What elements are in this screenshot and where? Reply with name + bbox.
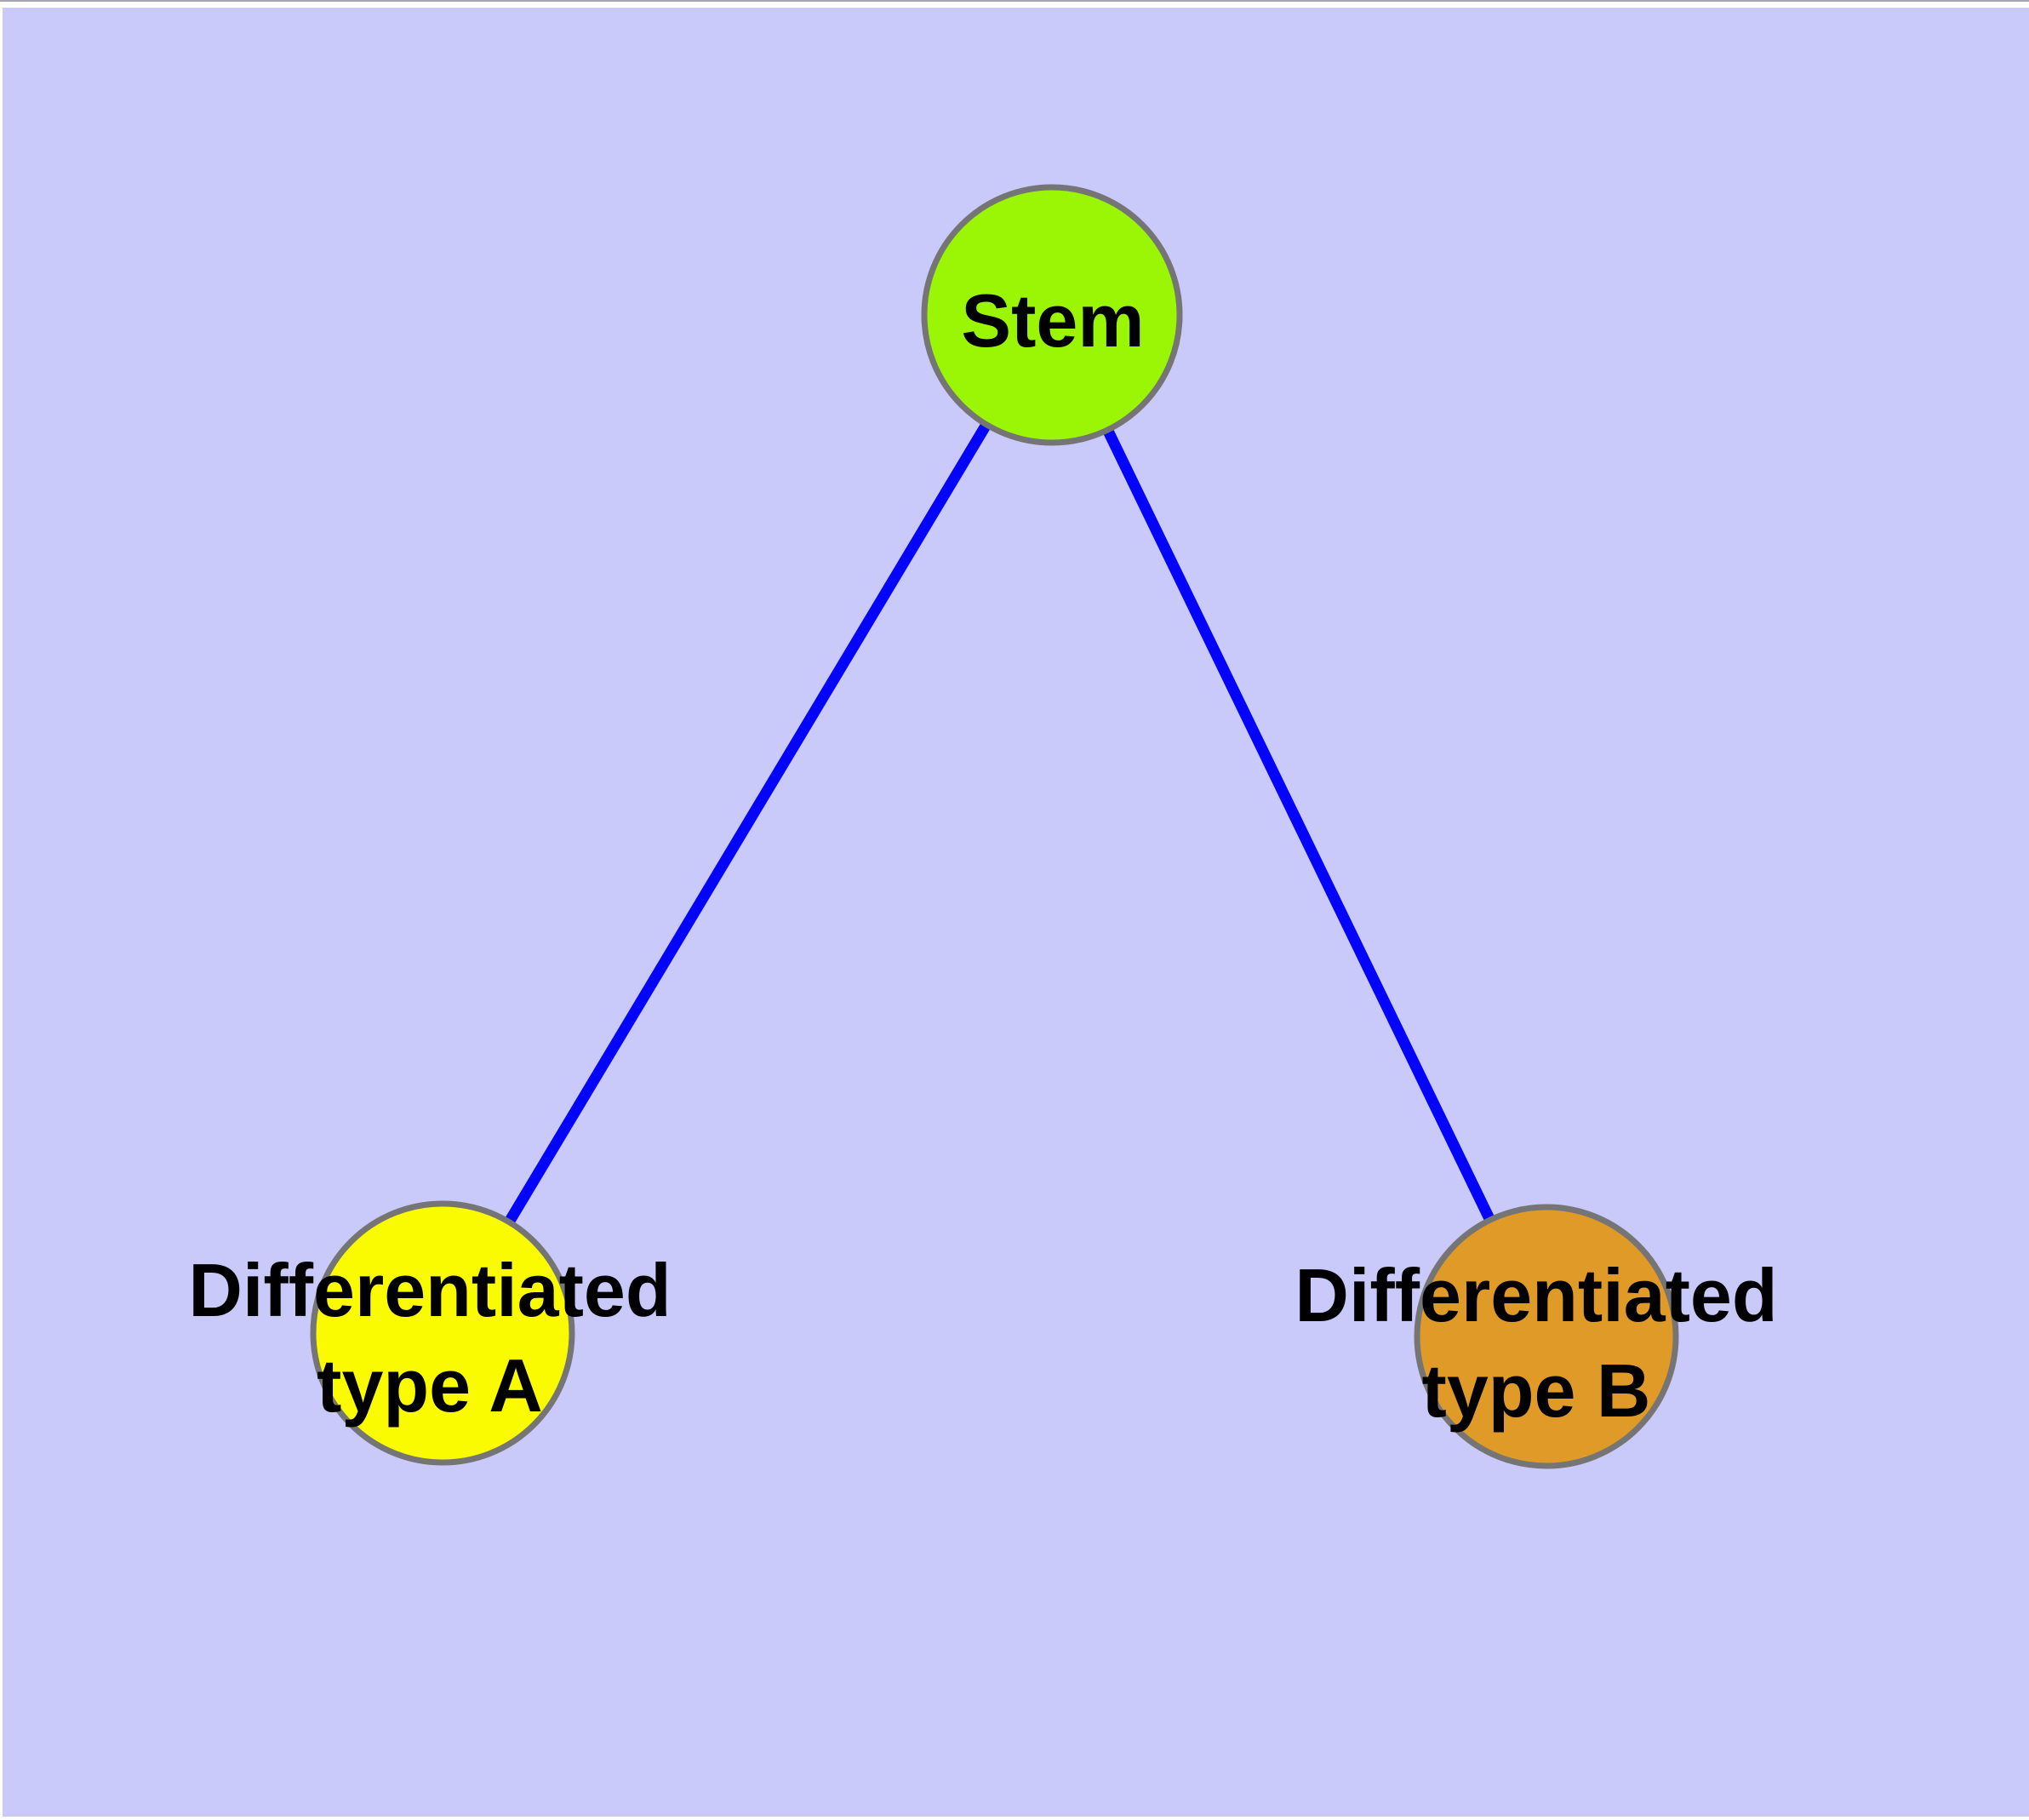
differentiated-type-b-node-circle: [1414, 1204, 1679, 1469]
stem-node-label-line1: Stem: [961, 278, 1145, 363]
stem-node-circle: [921, 184, 1183, 446]
edge-stem-to-type-a: [437, 312, 1057, 1336]
differentiated-type-a-label-line2: type A: [317, 1343, 543, 1428]
differentiated-type-a-label-line1: Differentiated: [188, 1248, 672, 1332]
differentiated-type-b-label-line2: type B: [1421, 1348, 1651, 1433]
edge-stem-to-type-b: [1047, 312, 1552, 1339]
differentiated-type-a-node-circle: [310, 1200, 575, 1466]
differentiated-type-b-node-label: Differentiated type B: [1295, 1248, 1777, 1439]
top-border-line: [0, 0, 2029, 2]
stem-node-label: Stem: [961, 273, 1144, 369]
differentiated-type-b-label-line1: Differentiated: [1295, 1253, 1778, 1337]
differentiated-type-a-node-label: Differentiated type A: [188, 1243, 671, 1434]
